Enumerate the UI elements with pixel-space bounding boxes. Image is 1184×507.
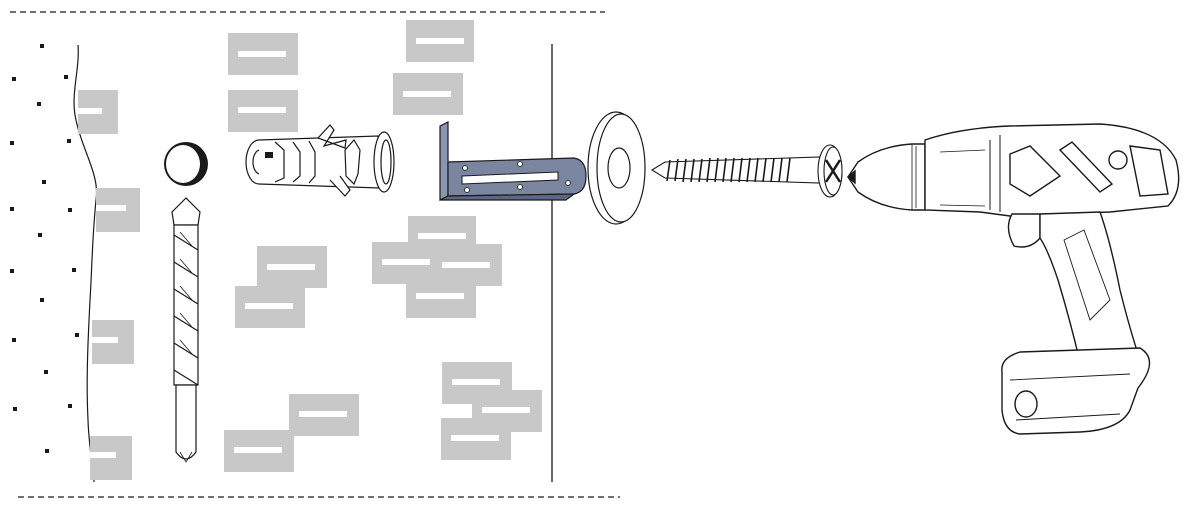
masonry-drill-bit — [172, 198, 200, 462]
callout-1 — [78, 90, 118, 134]
callout-7 — [406, 20, 474, 62]
phillips-screw-icon — [652, 145, 842, 197]
screw — [652, 145, 842, 197]
callout-14 — [406, 276, 476, 318]
wall-anchor — [246, 125, 394, 196]
washer — [588, 112, 645, 224]
drill-bit-icon — [172, 198, 200, 462]
hole-icon — [164, 142, 208, 186]
callout-16 — [224, 430, 294, 472]
callout-19 — [441, 418, 511, 460]
bracket-icon — [440, 122, 586, 200]
washer-icon — [588, 112, 645, 224]
callout-6 — [228, 90, 298, 132]
drill-hole — [164, 142, 208, 186]
callout-3 — [92, 320, 134, 364]
l-bracket — [440, 122, 586, 200]
callout-8 — [393, 73, 463, 115]
callout-4 — [90, 436, 132, 480]
expansion-anchor-icon — [246, 125, 394, 196]
callout-2 — [96, 188, 140, 232]
callout-10 — [235, 286, 305, 328]
masonry-wall-icon — [10, 44, 79, 453]
power-drill — [848, 124, 1179, 434]
callout-group — [78, 20, 542, 480]
callout-15 — [289, 394, 359, 436]
callout-5 — [228, 33, 298, 75]
cordless-drill-icon — [848, 124, 1179, 434]
callout-9 — [257, 246, 327, 288]
